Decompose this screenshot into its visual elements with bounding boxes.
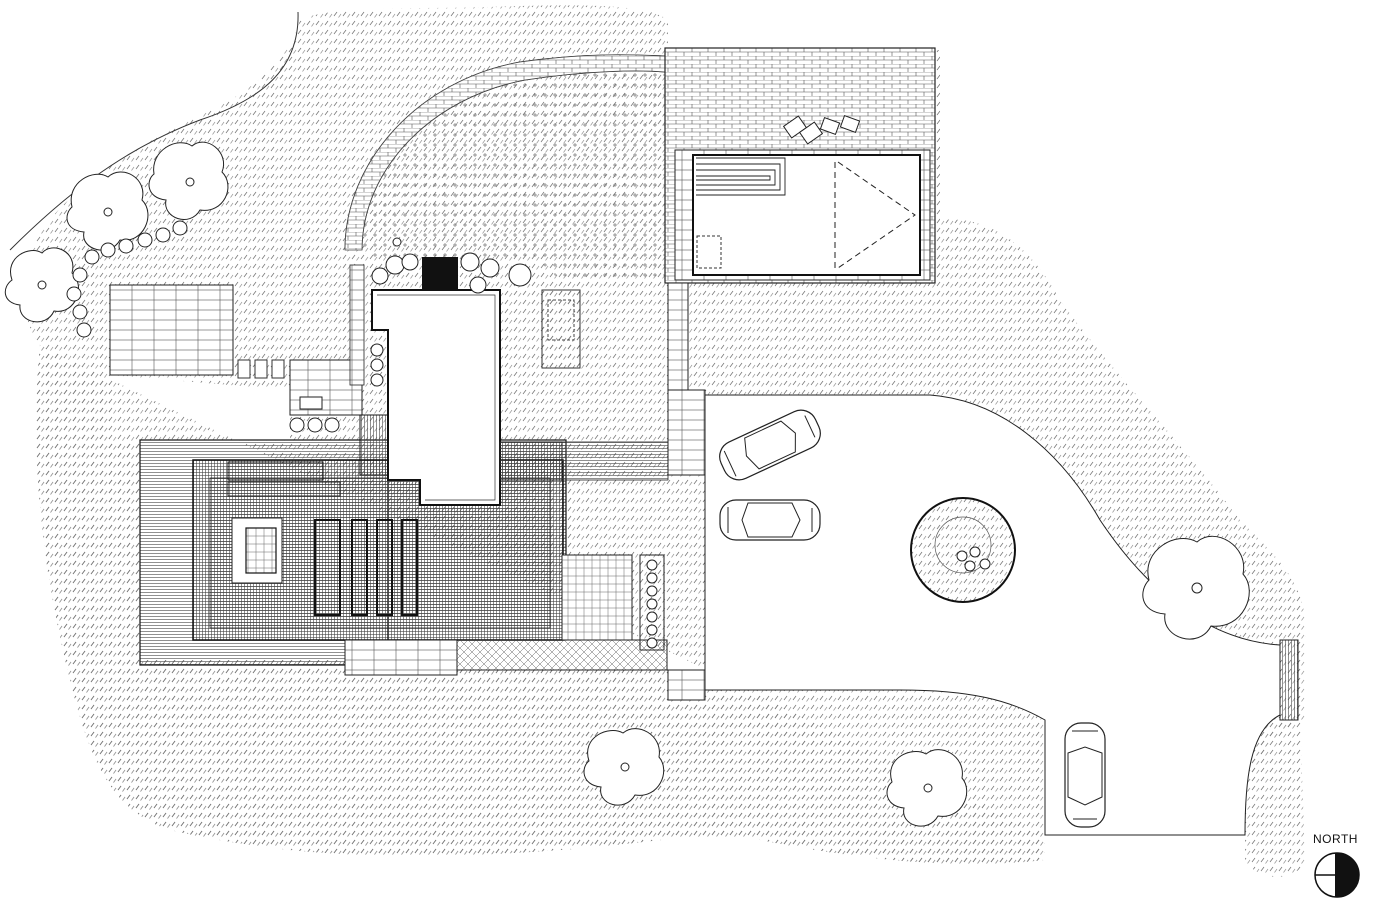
walkway-to-garage <box>667 389 706 476</box>
shrubs-courtyard <box>289 343 384 433</box>
tree-nw-3 <box>148 141 229 220</box>
east-terrace <box>561 554 633 641</box>
shrubs-east-column <box>646 559 658 649</box>
driveway-edge-strip <box>1279 639 1299 721</box>
skylights <box>314 519 418 616</box>
roof-gravel-strip <box>227 481 341 497</box>
pool-steps <box>696 157 786 196</box>
shrubs-west-row <box>66 220 188 338</box>
shrubs-island <box>956 546 991 572</box>
roof-hatch-inner <box>245 527 277 574</box>
stepping-stones <box>237 359 285 379</box>
tree-south-1 <box>583 728 665 806</box>
pool-pump-box <box>696 235 722 269</box>
entry-steps <box>667 669 706 701</box>
tree-nw-2 <box>66 171 149 251</box>
sunken-planter-inner <box>547 299 575 341</box>
pool-cover-lines <box>834 161 916 269</box>
dark-planter <box>422 257 458 289</box>
tree-nw-1 <box>4 247 79 323</box>
island-tree-canopy <box>934 516 992 574</box>
north-plaza <box>360 69 665 280</box>
shrubs-north <box>371 237 532 294</box>
car-1 <box>719 409 821 481</box>
west-patio <box>109 284 234 376</box>
bench <box>299 396 323 410</box>
driveway[interactable] <box>704 394 1281 836</box>
north-arrow-icon <box>1314 852 1360 898</box>
tree-south-2 <box>886 749 968 827</box>
right-lawn <box>1245 715 1305 877</box>
roof-terrace-strip <box>227 461 324 481</box>
south-paving-diamond <box>456 639 668 671</box>
south-pavers <box>344 639 458 676</box>
car-2 <box>719 499 821 541</box>
north-label: NORTH <box>1313 832 1358 846</box>
lounge-chairs <box>782 114 861 145</box>
site-boundary-arc <box>9 11 299 251</box>
courtyard[interactable] <box>371 289 501 506</box>
east-shrub-bed <box>639 554 665 651</box>
tree-east <box>1142 535 1250 640</box>
car-3 <box>1064 722 1106 828</box>
roundabout-island <box>910 497 1016 603</box>
pool[interactable] <box>692 154 921 276</box>
side-walkway <box>349 264 365 386</box>
east-steps <box>499 441 669 481</box>
courtyard-outline <box>377 294 496 501</box>
lower-lawn <box>36 345 1045 864</box>
